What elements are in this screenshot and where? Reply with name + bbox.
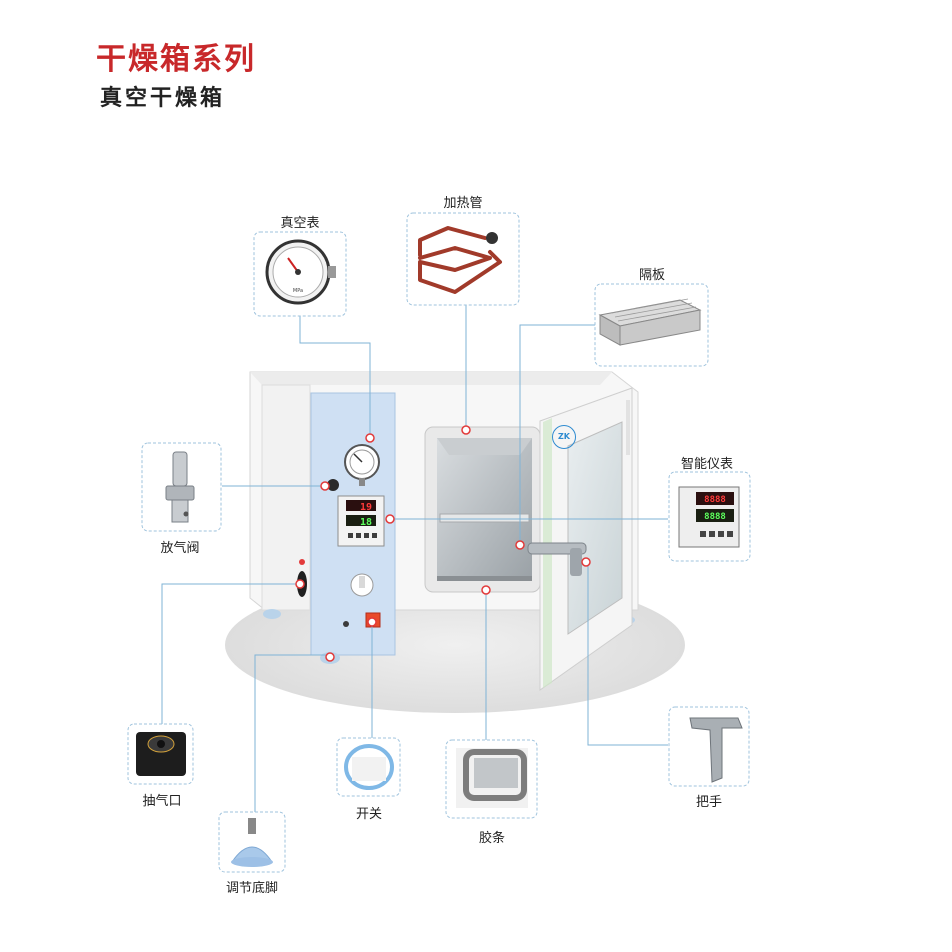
vacuum-gauge-icon: MPa bbox=[265, 239, 336, 305]
smart-controller-icon: 8888 8888 bbox=[678, 486, 740, 548]
shelf-tray-icon bbox=[598, 298, 702, 346]
svg-text:MPa: MPa bbox=[293, 288, 303, 294]
release-valve-icon bbox=[165, 451, 195, 523]
controller-sv: 18 bbox=[360, 517, 372, 528]
callout-dots bbox=[295, 425, 591, 662]
chamber-interior bbox=[437, 438, 532, 581]
open-door bbox=[539, 387, 633, 691]
panel-controller bbox=[337, 495, 385, 547]
vacuum-port-icon bbox=[136, 732, 186, 776]
label-release-valve: 放气阀 bbox=[160, 541, 200, 556]
series-title: 干燥箱系列 bbox=[96, 42, 256, 77]
release-valve-knob bbox=[327, 479, 339, 491]
label-smart-controller: 智能仪表 bbox=[680, 457, 734, 472]
panel-power-knob bbox=[350, 573, 374, 597]
leader-lines bbox=[161, 305, 668, 812]
interior-shelf bbox=[439, 513, 530, 523]
svg-text:8888: 8888 bbox=[704, 512, 726, 522]
label-vacuum-port: 抽气口 bbox=[142, 794, 182, 809]
brand-logo: ZK bbox=[552, 425, 576, 449]
handle-part-icon bbox=[689, 717, 743, 783]
heating-tube-icon bbox=[418, 226, 502, 294]
adjustable-foot-icon bbox=[231, 818, 273, 867]
door-handle-icon bbox=[527, 542, 587, 576]
power-switch-icon bbox=[344, 744, 394, 790]
label-seal-strip: 胶条 bbox=[478, 831, 506, 846]
label-handle: 把手 bbox=[695, 795, 723, 810]
svg-text:8888: 8888 bbox=[704, 495, 726, 505]
label-heating-tube: 加热管 bbox=[443, 196, 483, 211]
label-power-switch: 开关 bbox=[355, 807, 383, 822]
product-title: 真空干燥箱 bbox=[100, 86, 226, 111]
seal-strip-icon bbox=[456, 748, 528, 808]
panel-vacuum-gauge bbox=[344, 444, 380, 486]
controller-pv: 19 bbox=[360, 502, 372, 513]
label-adjustable-foot: 调节底脚 bbox=[225, 881, 279, 896]
label-shelf: 隔板 bbox=[638, 268, 666, 283]
label-vacuum-gauge: 真空表 bbox=[280, 216, 320, 231]
